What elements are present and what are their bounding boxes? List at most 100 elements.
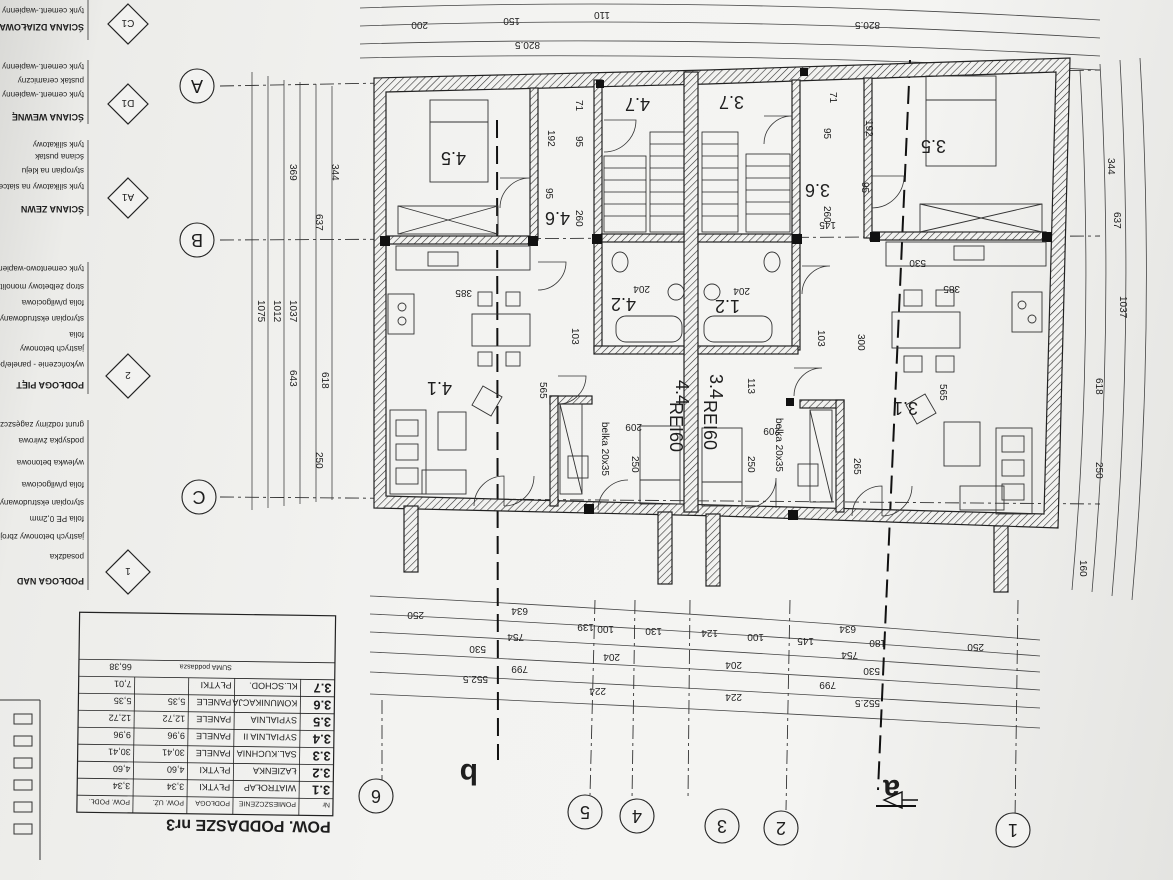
dim-left-344: 344 bbox=[329, 164, 340, 181]
dim-bot-180: 180 bbox=[869, 637, 886, 648]
room-number: 3.6 bbox=[805, 180, 830, 200]
dim-bot-530a: 530 bbox=[469, 643, 486, 654]
schedule-row-line bbox=[78, 658, 335, 664]
grid-bubble-b: B bbox=[179, 222, 215, 258]
schedule-cell: 3.1 bbox=[312, 782, 330, 797]
dim-left-637: 637 bbox=[313, 214, 324, 231]
schedule-cell: PŁYTKI bbox=[199, 782, 230, 792]
wall-tag-line: pustak ceramiczny bbox=[18, 76, 84, 85]
dim-bot-799a: 799 bbox=[511, 663, 528, 674]
schedule-header-cell: Nr bbox=[322, 801, 330, 808]
dim-int-565a: 565 bbox=[537, 382, 548, 399]
staircase-right bbox=[701, 131, 791, 233]
dim-top-110: 110 bbox=[594, 9, 610, 20]
room-number: 4.4 bbox=[672, 380, 692, 405]
wall-tag-2: 2 PODŁOGA PIĘT tynk cementowo-wapienny s… bbox=[0, 262, 151, 399]
schedule-cell: 30,41 bbox=[162, 747, 185, 757]
schedule-cell: PANELE bbox=[196, 748, 231, 758]
margin-symbols bbox=[0, 699, 41, 860]
dim-right-160: 160 bbox=[1077, 560, 1088, 577]
wall-tag-line: tynk cement.-wapienny bbox=[2, 90, 84, 99]
schedule-title: POW. PODDASZE nr3 bbox=[166, 815, 331, 834]
dim-int-209b: 209 bbox=[763, 425, 780, 436]
schedule-cell: 5,35 bbox=[114, 696, 132, 706]
grid-bubbles: A B C 1 2 3 4 5 6 bbox=[179, 68, 1031, 848]
wall-tag-title: ŚCIANA DZIAŁOWA bbox=[0, 22, 84, 33]
schedule-sum-label: SUMA poddasza bbox=[180, 663, 232, 671]
wall-tag-line: folia p/wilgociowa bbox=[21, 298, 84, 307]
right-dimension-lines bbox=[1071, 57, 1147, 601]
wall-tag-line: ściana pustak bbox=[34, 152, 84, 161]
dim-int-204a: 204 bbox=[633, 283, 650, 294]
dim-int-95a: 95 bbox=[573, 136, 584, 148]
dim-bot-224b: 224 bbox=[725, 691, 742, 702]
dimension-labels: 820.5 820.5 200 150 110 1075 1012 1037 6… bbox=[255, 9, 1128, 708]
bed-left bbox=[429, 99, 489, 183]
room-number: 3.4 bbox=[706, 374, 726, 399]
schedule-row-line bbox=[77, 794, 334, 800]
schedule-cell: SAL.KUCHNIA bbox=[237, 748, 297, 759]
svg-text:2: 2 bbox=[776, 818, 786, 838]
schedule-cell: 5,35 bbox=[168, 696, 186, 706]
schedule-cell: WIATROŁAP bbox=[244, 783, 296, 794]
wall-tag-line: tynk cement.-wapienny bbox=[2, 6, 84, 15]
dim-bot-799b: 799 bbox=[819, 679, 836, 690]
dim-int-95c: 95 bbox=[821, 128, 832, 140]
dim-top-150: 150 bbox=[503, 15, 520, 26]
svg-text:1: 1 bbox=[125, 565, 131, 576]
dim-left-1075: 1075 bbox=[255, 300, 266, 323]
schedule-cell: PŁYTKI bbox=[201, 680, 232, 690]
schedule-row-line bbox=[78, 692, 335, 698]
grid-bubble-3: 3 bbox=[704, 808, 740, 844]
schedule-cell: PANELE bbox=[196, 731, 231, 741]
wall-tag-line: strop żelbetowy monolit bbox=[0, 282, 84, 291]
schedule-cell: 12,72 bbox=[163, 713, 186, 723]
dim-left-369: 369 bbox=[287, 164, 298, 181]
schedule-cell: 4,60 bbox=[113, 764, 131, 774]
schedule-header-cell: PODŁOGA bbox=[195, 799, 230, 806]
dim-int-260b: 260 bbox=[821, 206, 832, 223]
wall-tag-line: tynk silikatowy bbox=[33, 140, 84, 149]
schedule-row-line bbox=[77, 777, 334, 783]
fire-rating-label: REI60 bbox=[666, 402, 686, 452]
dim-bot-634a: 634 bbox=[511, 605, 528, 616]
svg-text:C: C bbox=[193, 487, 206, 507]
dim-bot-552b: 552.5 bbox=[855, 697, 880, 708]
dim-int-103a: 103 bbox=[569, 328, 580, 345]
dim-top-820-a: 820.5 bbox=[855, 19, 880, 30]
schedule-cell: 30,41 bbox=[108, 747, 131, 757]
schedule-sum-value: 66,38 bbox=[109, 662, 132, 672]
beam-label: belka 20x35 bbox=[773, 418, 784, 472]
grid-bubble-c: C bbox=[181, 479, 217, 515]
building-walls bbox=[373, 57, 1071, 593]
dim-bot-100b: 100 bbox=[747, 631, 764, 642]
dim-bot-634b: 634 bbox=[839, 623, 856, 634]
schedule-col-line bbox=[186, 677, 190, 814]
dim-bot-204b: 204 bbox=[725, 659, 742, 670]
svg-text:5: 5 bbox=[580, 802, 590, 822]
dim-top-820-b: 820.5 bbox=[515, 39, 540, 50]
grid-bubble-4: 4 bbox=[619, 798, 655, 834]
dim-bot-530b: 530 bbox=[863, 665, 880, 676]
dim-bot-100a: 100 bbox=[597, 623, 614, 634]
schedule-grid bbox=[77, 658, 335, 816]
schedule-cell: 4,60 bbox=[167, 764, 185, 774]
grid-bubble-2: 2 bbox=[763, 810, 799, 846]
schedule-cell: 7,01 bbox=[114, 679, 132, 689]
wall-tag-line: wylewka betonowa bbox=[16, 458, 85, 467]
dim-right-618: 618 bbox=[1093, 378, 1104, 395]
svg-text:A1: A1 bbox=[121, 191, 134, 202]
wall-tag-title: ŚCIANA ZEWN bbox=[21, 204, 84, 215]
fire-rating-label: REI60 bbox=[700, 400, 720, 450]
grid-bubble-1: 1 bbox=[995, 812, 1031, 848]
wall-tag-line: folia PE 0,2mm bbox=[29, 514, 84, 523]
staircase-left bbox=[603, 131, 685, 233]
dim-left-618: 618 bbox=[319, 372, 330, 389]
dim-int-250b: 250 bbox=[745, 456, 756, 473]
dim-right-250: 250 bbox=[1093, 462, 1104, 479]
dim-int-530: 530 bbox=[909, 257, 926, 268]
section-mark-b: b bbox=[460, 757, 478, 790]
